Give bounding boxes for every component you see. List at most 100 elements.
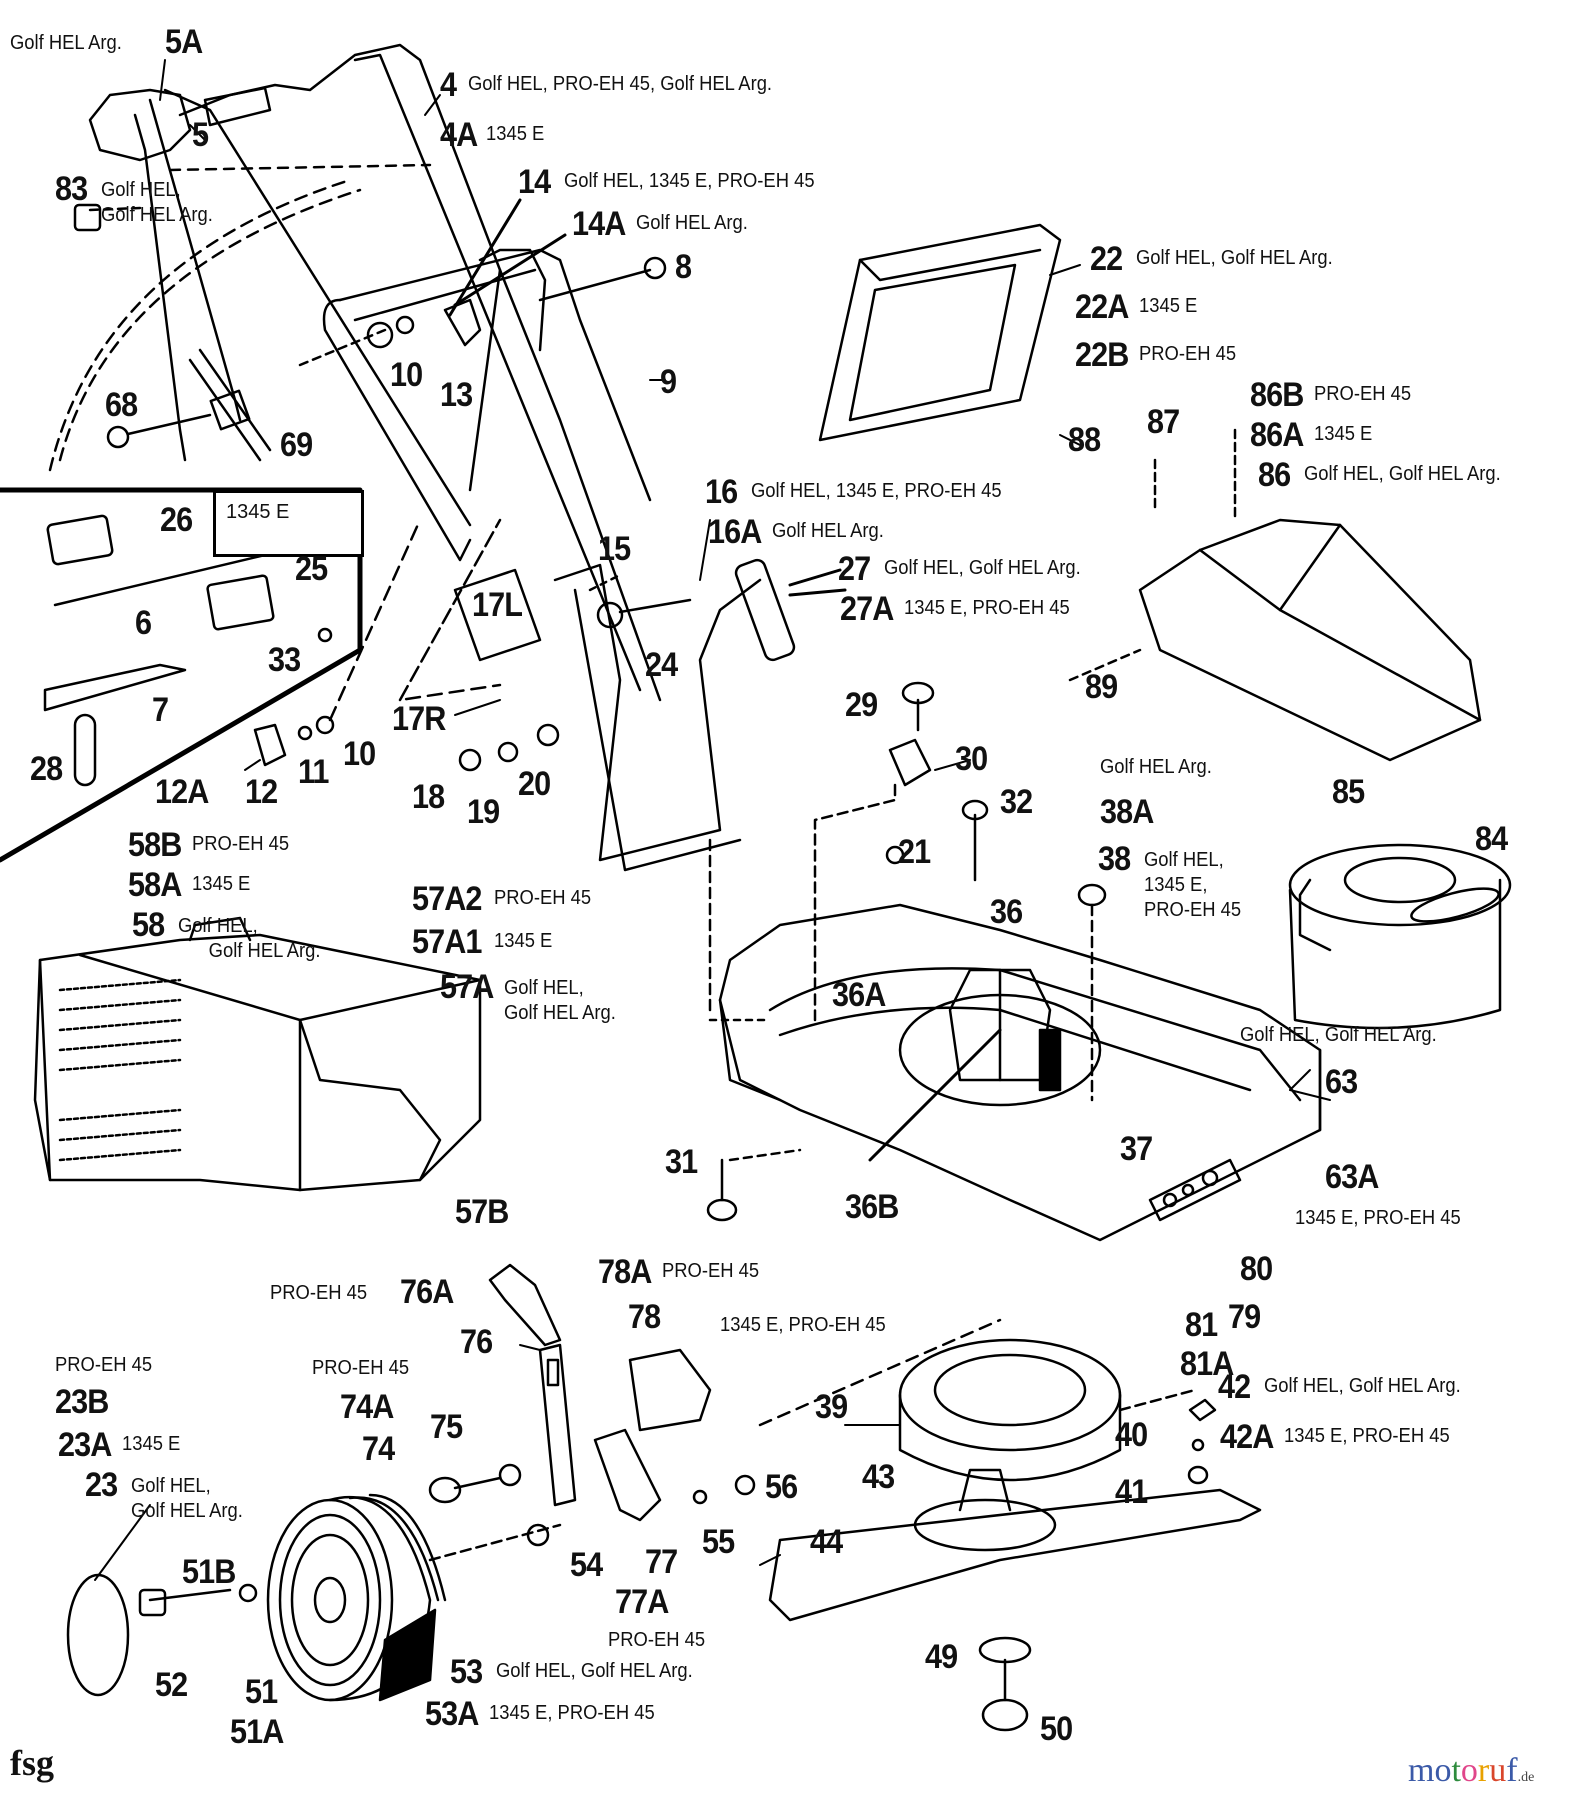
part-variants-78a: PRO-EH 45 [662, 1260, 760, 1282]
part-number-16a: 16A [708, 513, 762, 551]
part-number-40: 40 [1115, 1416, 1148, 1454]
part-variants-23a: 1345 E [122, 1433, 181, 1455]
part-number-58b: 58B [128, 826, 182, 864]
part-number-15: 15 [598, 530, 631, 568]
part-12-11-10 [253, 518, 502, 767]
part-variants-23b: PRO-EH 45 [55, 1354, 153, 1376]
part-number-77a: 77A [615, 1583, 669, 1621]
part-variants-23: Golf HEL, Golf HEL Arg. [131, 1475, 243, 1522]
part-variants-74a: PRO-EH 45 [312, 1357, 410, 1379]
part-variants-58: Golf HEL, Golf HEL Arg. [178, 915, 321, 962]
part-number-9: 9 [660, 363, 677, 401]
part-number-22a: 22A [1075, 288, 1129, 326]
part-number-49: 49 [925, 1638, 958, 1676]
part-number-78: 78 [628, 1298, 661, 1336]
part-number-53: 53 [450, 1653, 483, 1691]
motor-36-shape [868, 968, 1102, 1162]
brand-letter: f [1506, 1752, 1518, 1789]
part-number-4a: 4A [440, 116, 478, 154]
part-68-69-shape [106, 348, 272, 462]
part-number-31: 31 [665, 1143, 698, 1181]
part-variants-42: Golf HEL, Golf HEL Arg. [1264, 1375, 1461, 1397]
part-number-57a: 57A [440, 968, 494, 1006]
part-variants-38: Golf HEL, 1345 E, PRO-EH 45 [1144, 849, 1242, 921]
part-variants-83: Golf HEL, Golf HEL Arg. [101, 179, 213, 226]
part-number-57a1: 57A1 [412, 923, 482, 961]
cover-86-shape [1068, 428, 1482, 762]
part-number-78a: 78A [598, 1253, 652, 1291]
part-number-85: 85 [1332, 773, 1365, 811]
part-variants-27a: 1345 E, PRO-EH 45 [904, 597, 1070, 619]
brand-logo: motoruf.de [1408, 1752, 1534, 1790]
part-number-68: 68 [105, 386, 138, 424]
flap-22-shape [818, 223, 1062, 442]
part-variants-76a: PRO-EH 45 [270, 1282, 368, 1304]
part-number-39: 39 [815, 1388, 848, 1426]
part-number-38a: 38A [1100, 793, 1154, 831]
part-number-36b: 36B [845, 1188, 899, 1226]
part-number-57b: 57B [455, 1193, 509, 1231]
part-number-44: 44 [810, 1523, 843, 1561]
part-number-26: 26 [160, 501, 193, 539]
part-number-5a: 5A [165, 23, 203, 61]
part-variants-58a: 1345 E [192, 873, 251, 895]
part-number-84: 84 [1475, 820, 1508, 858]
brand-letter: t [1451, 1752, 1461, 1789]
part-variants-86: Golf HEL, Golf HEL Arg. [1304, 463, 1501, 485]
hinge-bracket-shape [453, 558, 796, 872]
brand-name: motoruf [1408, 1752, 1518, 1789]
part-number-10: 10 [390, 356, 423, 394]
part-number-23: 23 [85, 1466, 118, 1504]
part-variants-16a: Golf HEL Arg. [772, 520, 884, 542]
part-number-11: 11 [298, 753, 329, 791]
part-number-42: 42 [1218, 1368, 1251, 1406]
inset-boundary [0, 487, 363, 863]
part-number-22: 22 [1090, 240, 1123, 278]
part-number-57a2: 57A2 [412, 880, 482, 918]
part-number-13: 13 [440, 376, 473, 414]
part-number-86: 86 [1258, 456, 1291, 494]
blade-parts [768, 1398, 1262, 1732]
part-10-13-14-shapes [298, 298, 482, 367]
part-variants-22a: 1345 E [1139, 295, 1198, 317]
part-number-6: 6 [135, 604, 152, 642]
part-number-27: 27 [838, 550, 871, 588]
part-number-74a: 74A [340, 1388, 394, 1426]
brand-letter: o [1460, 1752, 1478, 1789]
part-variants-42a: 1345 E, PRO-EH 45 [1284, 1425, 1450, 1447]
part-8-bolt [538, 256, 667, 302]
deck-63-shape [708, 903, 1322, 1242]
part-number-12a: 12A [155, 773, 209, 811]
part-number-69: 69 [280, 426, 313, 464]
part-variants-53: Golf HEL, Golf HEL Arg. [496, 1660, 693, 1682]
part-variants-22: Golf HEL, Golf HEL Arg. [1136, 247, 1333, 269]
part-variants-63a: 1345 E, PRO-EH 45 [1295, 1207, 1461, 1229]
part-variants-58b: PRO-EH 45 [192, 833, 290, 855]
brand-suffix: .de [1517, 1770, 1535, 1785]
sleeve-84-shape [1288, 843, 1512, 1030]
part-number-63a: 63A [1325, 1158, 1379, 1196]
part-number-86b: 86B [1250, 376, 1304, 414]
part-number-42a: 42A [1220, 1418, 1274, 1456]
part-number-33: 33 [268, 641, 301, 679]
grass-box-shape [33, 916, 482, 1192]
part-number-81a: 81A [1180, 1345, 1234, 1383]
part-variants-14: Golf HEL, 1345 E, PRO-EH 45 [564, 170, 815, 192]
part-number-88: 88 [1068, 421, 1101, 459]
part-number-79: 79 [1228, 1298, 1261, 1336]
part-number-56: 56 [765, 1468, 798, 1506]
part-number-28: 28 [30, 750, 63, 788]
corner-code: fsg [10, 1743, 54, 1783]
part-variants-63: Golf HEL, Golf HEL Arg. [1240, 1024, 1437, 1046]
part-number-37: 37 [1120, 1130, 1153, 1168]
part-number-58: 58 [132, 906, 165, 944]
part-number-4: 4 [440, 66, 457, 104]
part-number-25: 25 [295, 550, 328, 588]
screw-31 [706, 1148, 802, 1222]
part-variants-14a: Golf HEL Arg. [636, 212, 748, 234]
inset-model-label: 1345 E [226, 501, 290, 523]
brand-letter: r [1477, 1752, 1490, 1789]
part-number-16: 16 [705, 473, 738, 511]
